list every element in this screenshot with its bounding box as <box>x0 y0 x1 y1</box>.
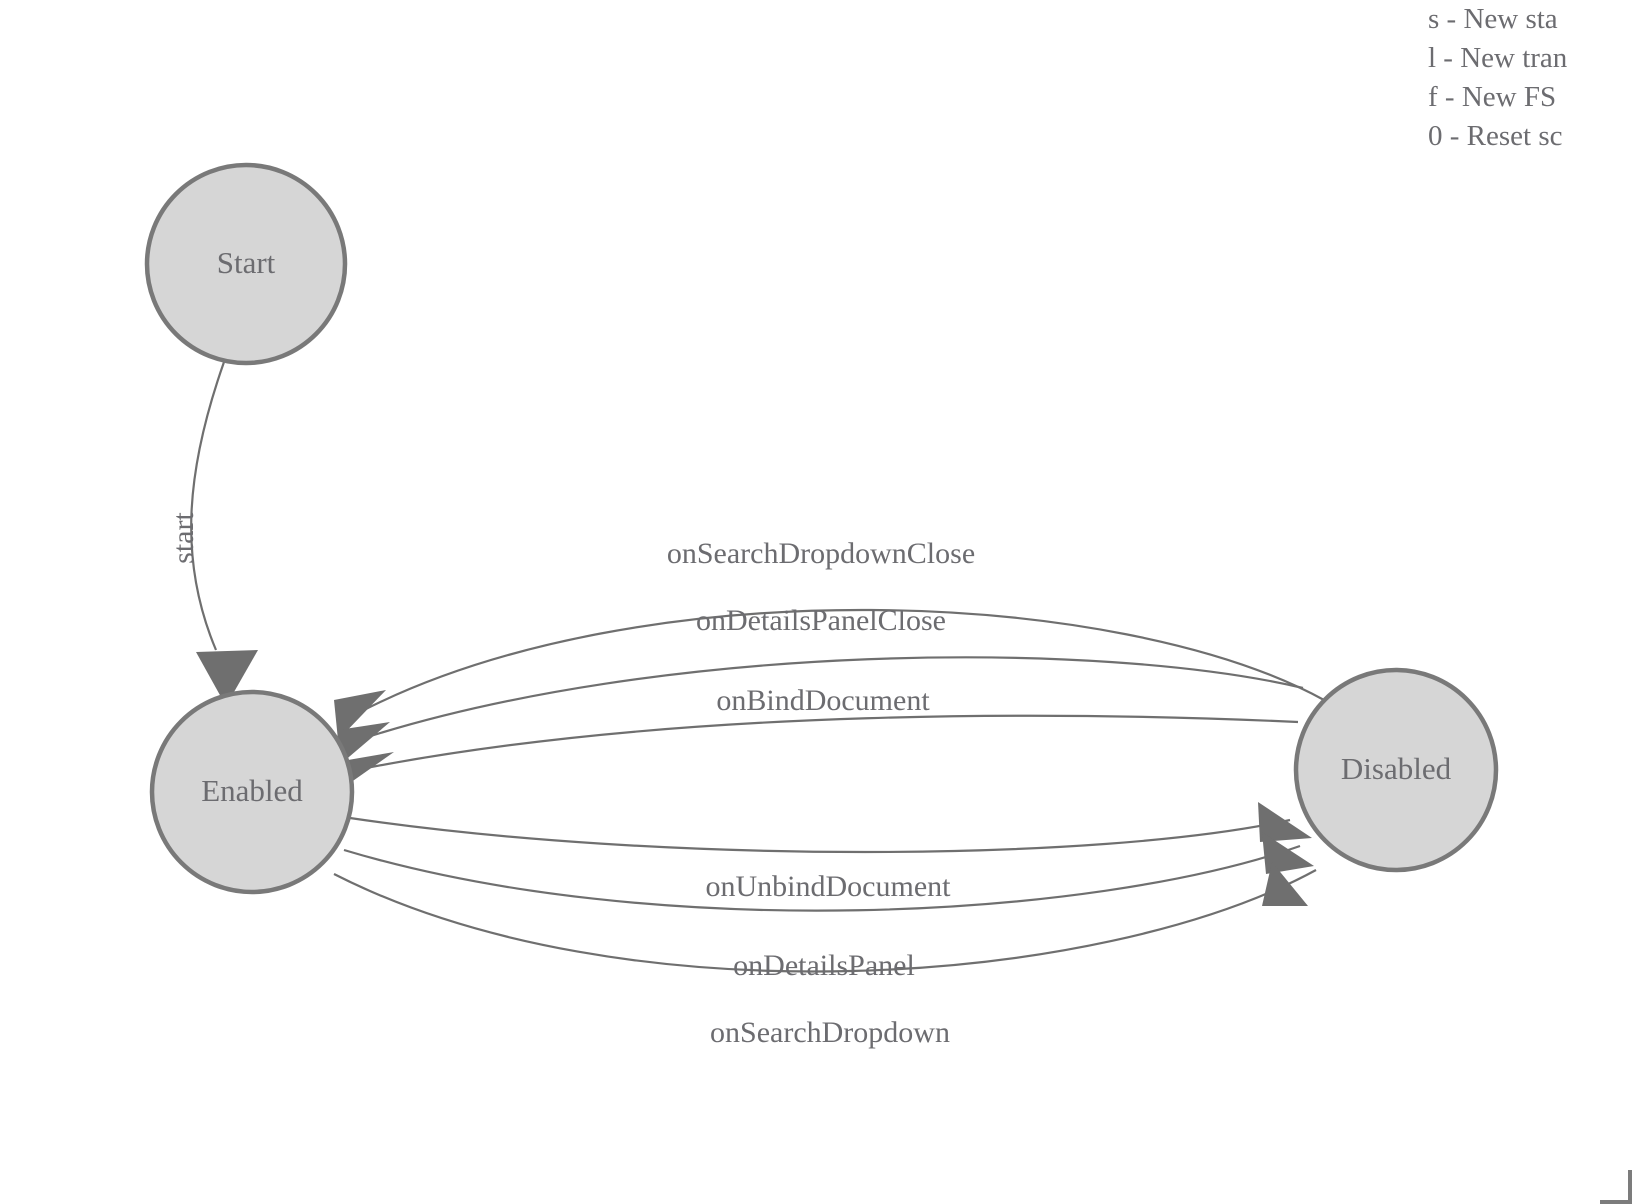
edge-label-on-details-panel: onDetailsPanel <box>733 949 915 982</box>
state-node-disabled-circle[interactable] <box>1293 667 1499 873</box>
edge-label-start: start <box>167 512 200 564</box>
edge-start-path[interactable] <box>190 361 226 651</box>
resize-corner-bracket[interactable] <box>1600 1170 1632 1204</box>
edge-on-search-dropdown-arrowhead <box>1262 862 1308 906</box>
edge-label-on-details-panel-close: onDetailsPanelClose <box>696 604 946 637</box>
state-node-start-label: Start <box>217 245 276 280</box>
edge-on-search-dropdown-close-path[interactable] <box>359 608 1325 713</box>
state-node-disabled-label: Disabled <box>1341 751 1452 786</box>
resize-corner-horizontal-bar <box>1600 1200 1632 1204</box>
edge-on-details-panel-arrowhead <box>1262 832 1314 874</box>
edge-on-details-panel-close[interactable] <box>336 656 1304 768</box>
state-node-enabled-circle[interactable] <box>149 689 355 895</box>
state-node-enabled[interactable]: Enabled <box>149 689 355 895</box>
state-node-enabled-label: Enabled <box>201 773 303 808</box>
edge-label-on-search-dropdown-close: onSearchDropdownClose <box>667 537 975 570</box>
edge-on-search-dropdown-path[interactable] <box>333 869 1317 973</box>
edge-on-bind-document[interactable] <box>340 714 1299 790</box>
edge-on-details-panel-close-path[interactable] <box>357 656 1304 742</box>
edge-start-arrowhead <box>196 650 258 706</box>
edge-label-on-bind-document: onBindDocument <box>716 684 930 717</box>
edge-on-details-panel-path[interactable] <box>343 844 1301 912</box>
edge-on-bind-document-path[interactable] <box>355 714 1299 772</box>
state-node-disabled[interactable]: Disabled <box>1293 667 1499 873</box>
resize-corner-vertical-bar <box>1628 1170 1632 1204</box>
edge-on-unbind-document-path[interactable] <box>349 816 1291 854</box>
edge-on-unbind-document[interactable] <box>349 802 1312 854</box>
edge-label-on-search-dropdown: onSearchDropdown <box>710 1016 950 1049</box>
edge-on-search-dropdown-close-arrowhead <box>334 690 386 740</box>
edge-on-unbind-document-arrowhead <box>1258 802 1312 842</box>
state-node-start[interactable]: Start <box>144 162 348 366</box>
edge-start[interactable] <box>190 361 258 706</box>
edge-on-details-panel-close-arrowhead <box>336 722 390 768</box>
edge-on-search-dropdown-close[interactable] <box>334 608 1325 740</box>
edge-label-on-unbind-document: onUnbindDocument <box>706 870 952 903</box>
edge-on-search-dropdown[interactable] <box>333 862 1317 973</box>
state-node-start-circle[interactable] <box>144 162 348 366</box>
edge-on-details-panel[interactable] <box>343 832 1314 912</box>
